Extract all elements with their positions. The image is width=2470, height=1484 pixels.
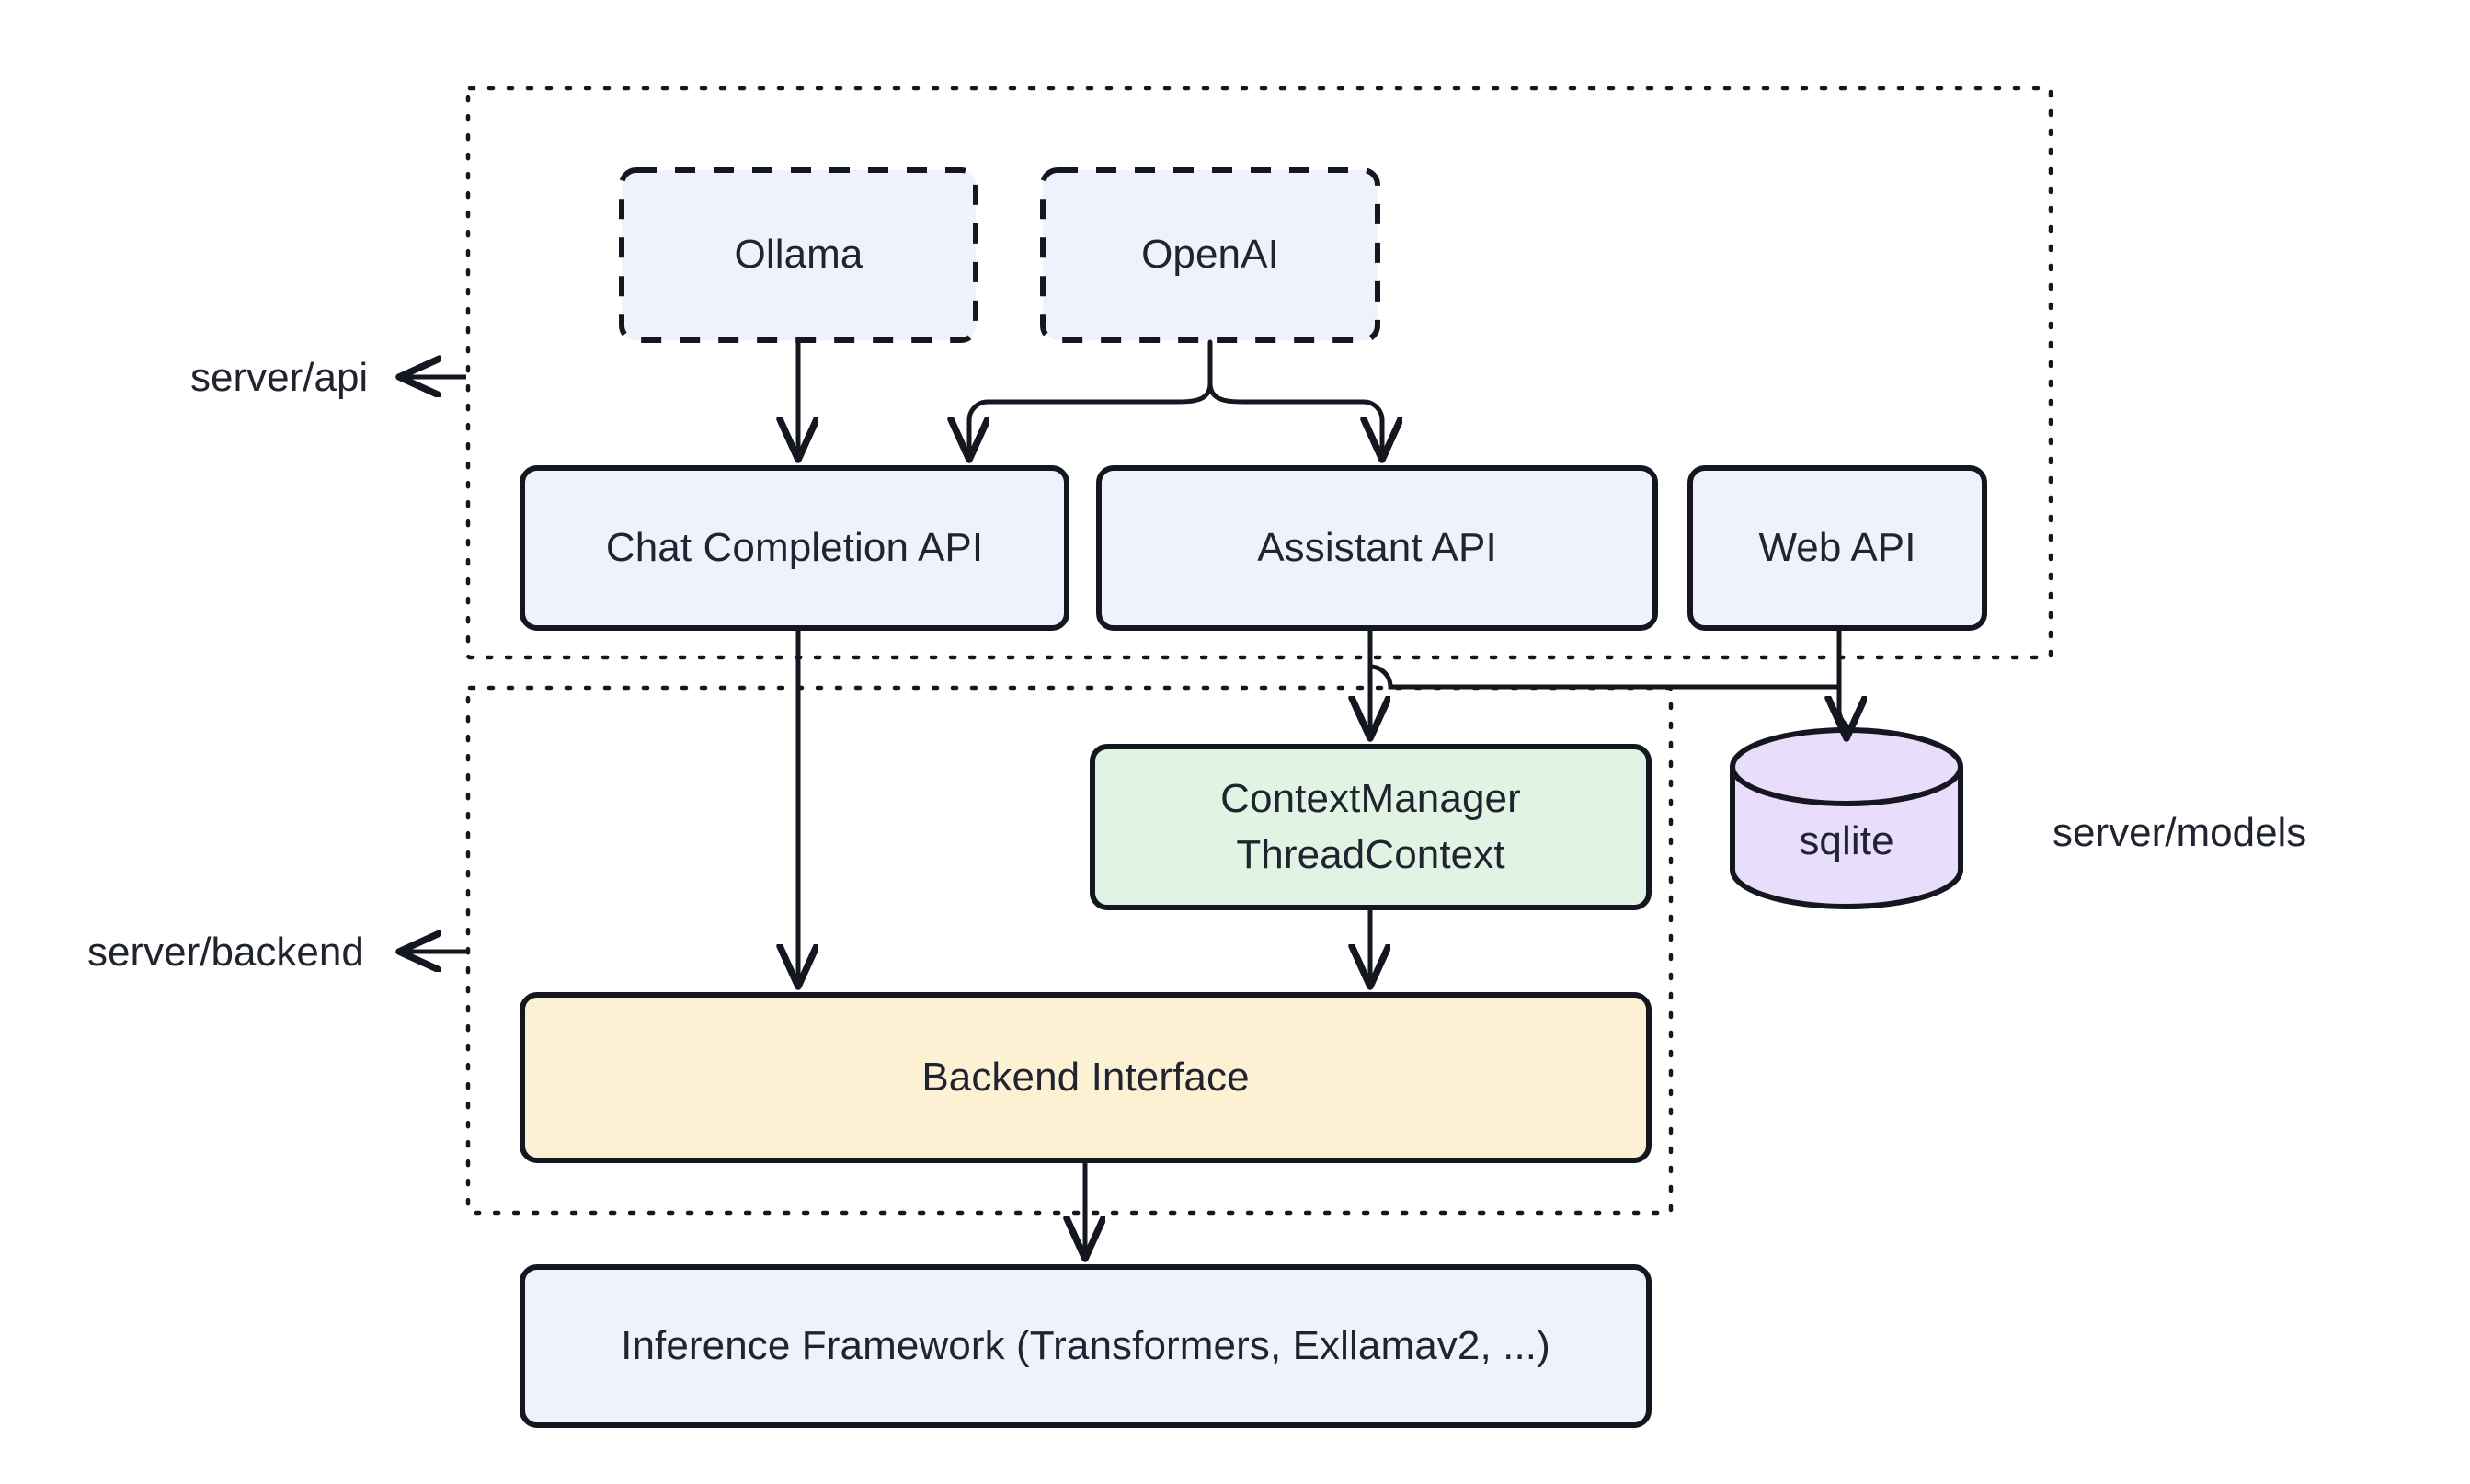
- edge-openai-to-assistant-api: [1207, 381, 1382, 457]
- node-chat-completion-api[interactable]: [520, 465, 1069, 631]
- node-sqlite[interactable]: [1730, 727, 1963, 909]
- node-inference-framework[interactable]: [520, 1264, 1652, 1428]
- group-container-server-backend: [465, 685, 1674, 1216]
- server-api-text: server/api: [190, 355, 369, 400]
- node-openai[interactable]: [1040, 167, 1380, 343]
- group-container-server-api: [465, 86, 2053, 660]
- node-assistant-api[interactable]: [1096, 465, 1658, 631]
- node-context-manager[interactable]: [1090, 744, 1652, 910]
- node-backend-interface[interactable]: [520, 992, 1652, 1163]
- edge-web-api-to-sqlite: [1839, 627, 1847, 736]
- group-label-server-models: server/models: [2053, 809, 2306, 858]
- node-web-api[interactable]: [1687, 465, 1987, 631]
- group-label-server-backend: server/backend: [87, 929, 364, 977]
- edge-assistant-api-to-sqlite: [1367, 664, 1842, 690]
- node-ollama[interactable]: [619, 167, 978, 343]
- server-backend-text: server/backend: [87, 930, 364, 975]
- server-models-text: server/models: [2053, 810, 2307, 855]
- group-label-server-api: server/api: [190, 354, 368, 403]
- edge-openai-fork: [969, 339, 1213, 457]
